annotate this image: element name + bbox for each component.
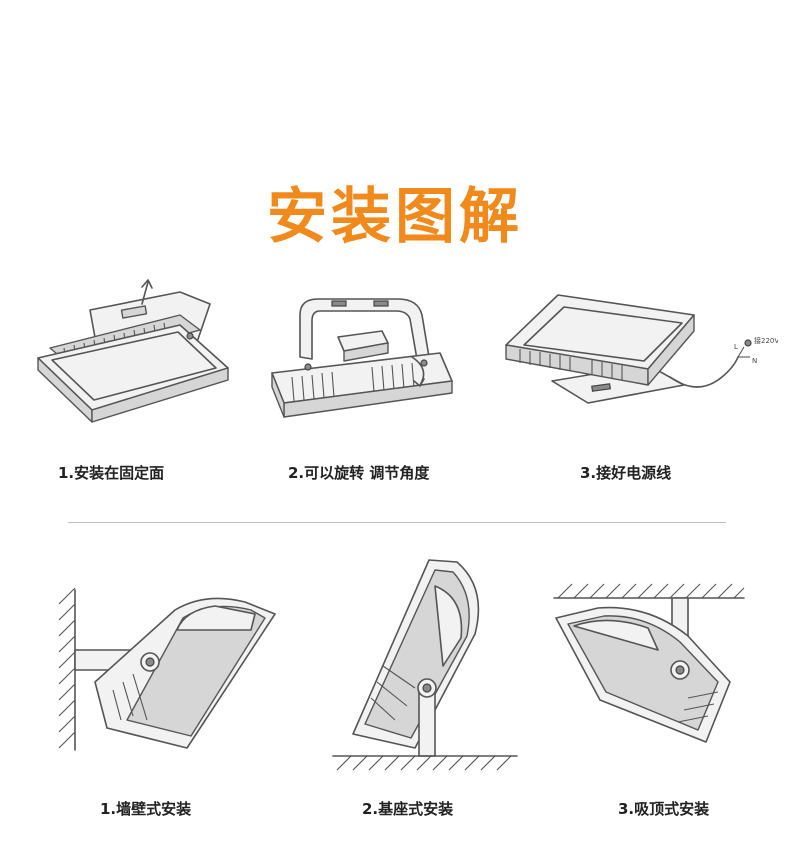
wiring-voltage-label: 接220V (754, 336, 778, 345)
step-2-illustration (262, 285, 462, 430)
step-3-caption: 3.接好电源线 (580, 464, 672, 482)
page-title: 安装图解 (267, 182, 523, 252)
wiring-l-label: L (734, 343, 738, 351)
step-1-caption: 1.安装在固定面 (58, 464, 165, 482)
step-1-illustration (30, 270, 240, 430)
wiring-n-label: N (752, 357, 757, 365)
wall-mount-illustration (55, 570, 285, 755)
ceiling-mount-caption: 3.吸顶式安装 (618, 800, 710, 818)
step-3-illustration: 接220V L N (498, 285, 778, 430)
base-mount-illustration (325, 548, 525, 778)
base-mount-caption: 2.基座式安装 (362, 800, 454, 818)
section-divider (68, 522, 726, 523)
ceiling-mount-illustration (548, 580, 748, 755)
step-2-caption: 2.可以旋转 调节角度 (288, 464, 430, 482)
wall-mount-caption: 1.墙壁式安装 (100, 800, 192, 818)
